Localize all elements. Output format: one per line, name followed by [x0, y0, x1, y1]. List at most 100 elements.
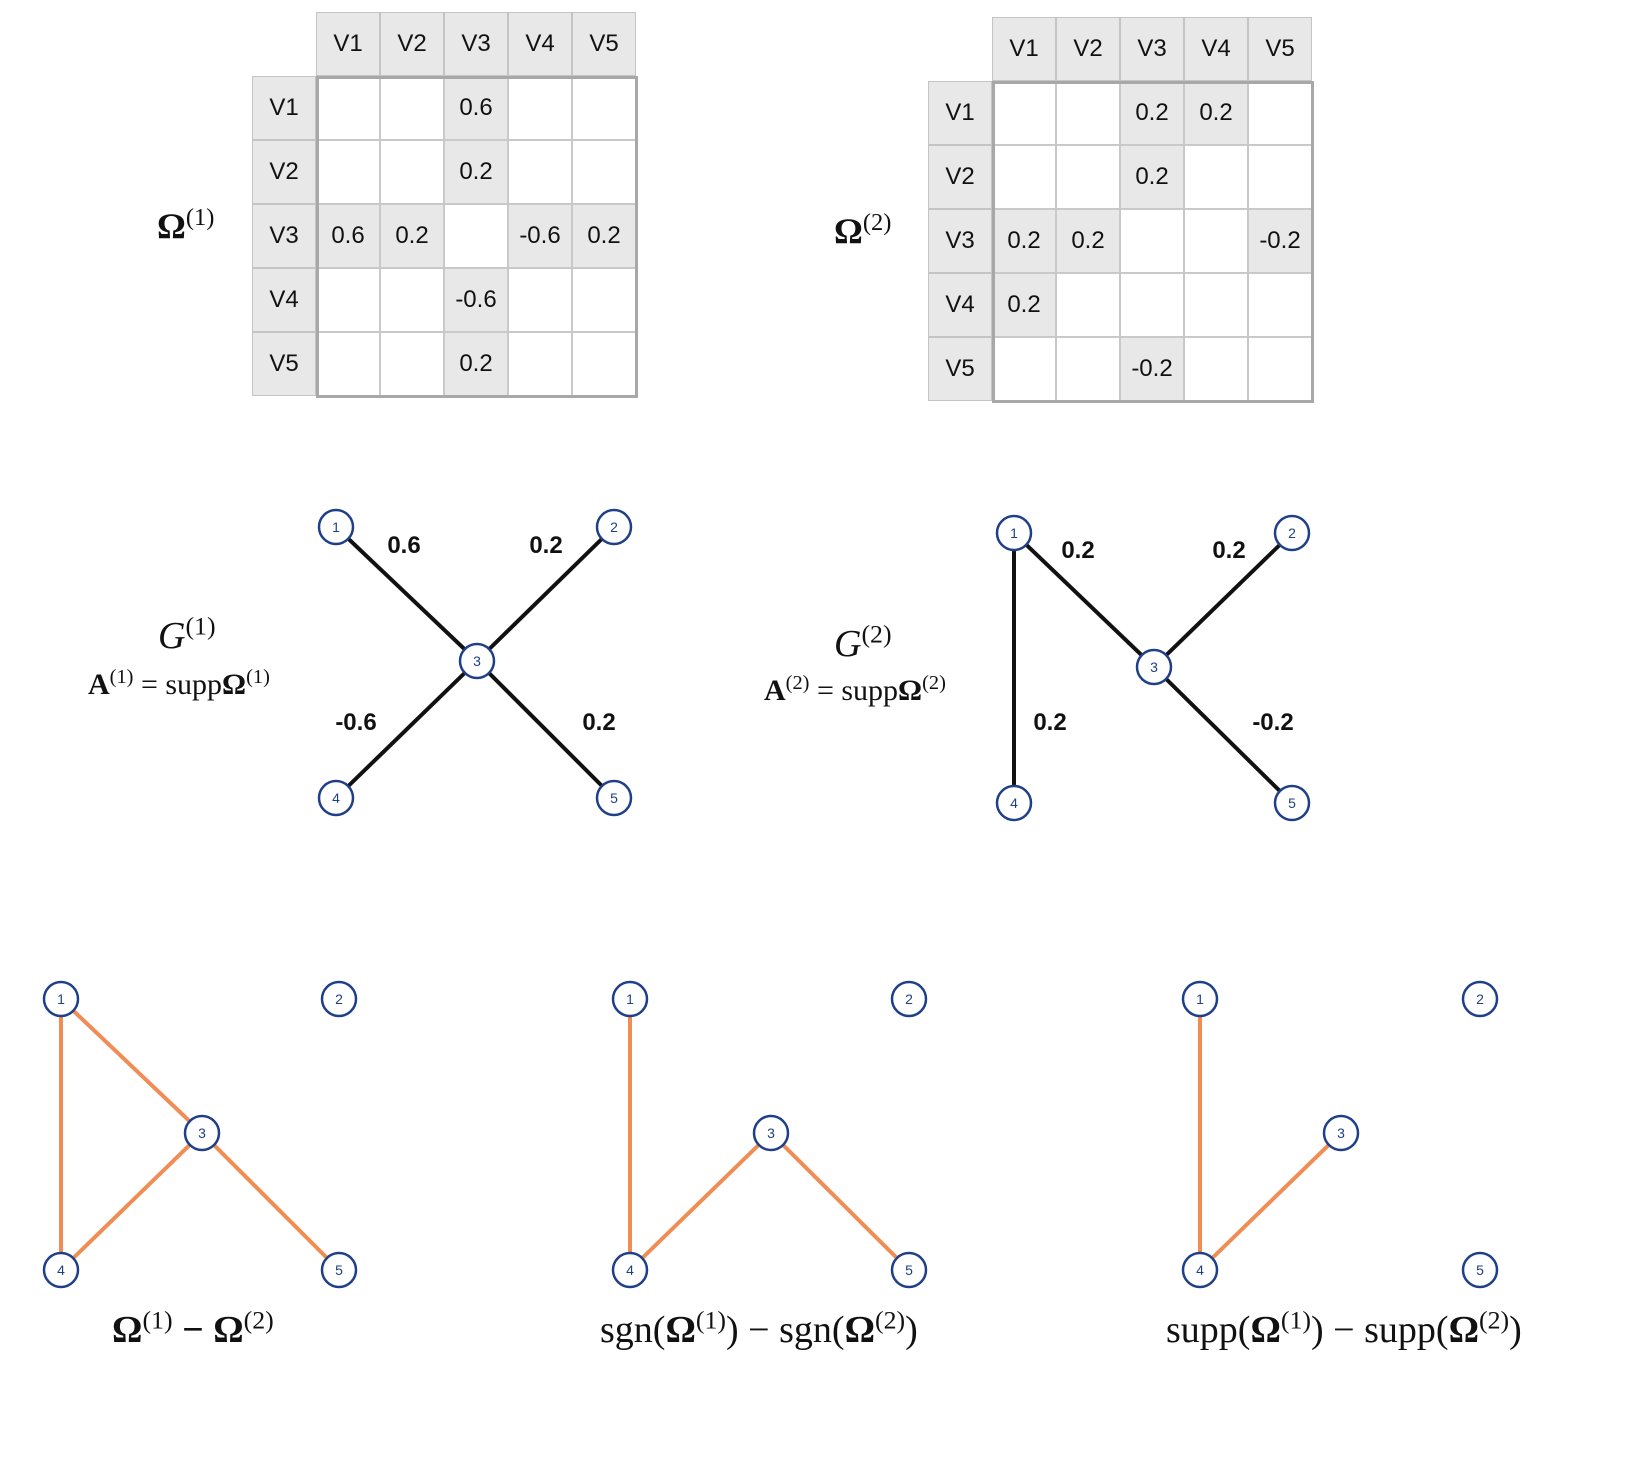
graph-node: 1: [317, 508, 355, 546]
edge-weight-label: 0.6: [387, 532, 420, 559]
node-circle: [890, 980, 928, 1018]
graph-node: 4: [611, 1251, 649, 1289]
node-label: 2: [905, 991, 913, 1007]
row-header-v3: V3: [252, 204, 316, 268]
graph-edge: [475, 525, 616, 663]
graph-node: 1: [611, 980, 649, 1018]
matrix-cell: [1184, 145, 1248, 209]
node-circle: [458, 642, 496, 680]
graph-node: 4: [1181, 1251, 1219, 1289]
node-label: 5: [1476, 1262, 1484, 1278]
edge-weight-label: 0.2: [529, 532, 562, 559]
edge-weight-label: 0.2: [1033, 709, 1066, 736]
col-header-v2: V2: [380, 12, 444, 76]
row-header-v2: V2: [928, 145, 992, 209]
graph-edge: [475, 659, 616, 800]
graph-node: 3: [1322, 1114, 1360, 1152]
matrix-cell: [380, 76, 444, 140]
graph-node: 5: [320, 1251, 358, 1289]
diff-edge: [628, 1131, 773, 1272]
diff2-caption: sgn(Ω(1)) − sgn(Ω(2)): [600, 1305, 918, 1351]
node-label: 4: [1196, 1262, 1204, 1278]
matrix-cell: [1120, 273, 1184, 337]
matrix-cell: 0.2: [992, 209, 1056, 273]
row-header-v5: V5: [928, 337, 992, 401]
graph-node: 5: [1461, 1251, 1499, 1289]
node-circle: [42, 980, 80, 1018]
graph-node: 3: [183, 1114, 221, 1152]
row-header-v4: V4: [928, 273, 992, 337]
node-label: 3: [1150, 659, 1158, 675]
node-circle: [995, 514, 1033, 552]
matrix-cell: [316, 268, 380, 332]
node-label: 5: [335, 1262, 343, 1278]
node-label: 2: [610, 519, 618, 535]
matrix-cell: 0.6: [316, 204, 380, 268]
matrix-cell: [1184, 337, 1248, 401]
edge-weight-label: -0.2: [1252, 709, 1293, 736]
graph-node: 5: [890, 1251, 928, 1289]
matrix-cell: [992, 81, 1056, 145]
node-label: 3: [198, 1125, 206, 1141]
g1-title: G(1): [158, 611, 216, 657]
node-label: 1: [626, 991, 634, 1007]
node-label: 2: [1288, 525, 1296, 541]
matrix-cell: 0.2: [1120, 81, 1184, 145]
node-label: 4: [626, 1262, 634, 1278]
graph-edge: [1152, 531, 1294, 669]
graph-node: 5: [1273, 784, 1311, 822]
col-header-v3: V3: [1120, 17, 1184, 81]
node-circle: [1273, 784, 1311, 822]
graph-node: 1: [995, 514, 1033, 552]
matrix-cell: 0.2: [380, 204, 444, 268]
matrix-cell: -0.2: [1248, 209, 1312, 273]
node-circle: [1181, 1251, 1219, 1289]
matrix-cell: [508, 268, 572, 332]
graph-node: 4: [995, 784, 1033, 822]
graph-node: 3: [752, 1114, 790, 1152]
diff3-caption: supp(Ω(1)) − supp(Ω(2)): [1166, 1305, 1522, 1351]
node-label: 5: [905, 1262, 913, 1278]
edge-weight-label: 0.2: [1061, 537, 1094, 564]
node-label: 5: [1288, 795, 1296, 811]
node-label: 4: [1010, 795, 1018, 811]
node-label: 1: [332, 519, 340, 535]
row-header-v4: V4: [252, 268, 316, 332]
node-label: 2: [335, 991, 343, 1007]
matrix-cell: [380, 140, 444, 204]
g2-subtitle: A(2) = suppΩ(2): [764, 672, 946, 707]
node-label: 1: [1196, 991, 1204, 1007]
diff-edge: [59, 1131, 204, 1272]
matrix-cell: [572, 76, 636, 140]
matrix-cell: [380, 332, 444, 396]
matrix-cell: 0.2: [1056, 209, 1120, 273]
graph-node: 1: [42, 980, 80, 1018]
matrix-cell: 0.2: [444, 140, 508, 204]
matrix-cell: 0.2: [1120, 145, 1184, 209]
graph-node: 2: [320, 980, 358, 1018]
g2-title: G(2): [834, 619, 892, 665]
node-circle: [752, 1114, 790, 1152]
omega1-label: Ω(1): [157, 204, 215, 246]
node-label: 3: [473, 653, 481, 669]
node-circle: [1322, 1114, 1360, 1152]
col-header-v4: V4: [508, 12, 572, 76]
diff-edge: [59, 997, 204, 1135]
diff-edge: [769, 1131, 911, 1272]
col-header-v1: V1: [316, 12, 380, 76]
graph-node: 4: [42, 1251, 80, 1289]
node-circle: [611, 980, 649, 1018]
row-header-v1: V1: [252, 76, 316, 140]
node-label: 4: [332, 790, 340, 806]
node-circle: [183, 1114, 221, 1152]
matrix-cell: [380, 268, 444, 332]
graph-node: 2: [595, 508, 633, 546]
matrix-cell: -0.6: [444, 268, 508, 332]
node-circle: [1135, 648, 1173, 686]
row-header-v5: V5: [252, 332, 316, 396]
graph-edge: [334, 525, 479, 663]
node-circle: [995, 784, 1033, 822]
matrix-cell: [508, 140, 572, 204]
matrix-cell: [572, 140, 636, 204]
